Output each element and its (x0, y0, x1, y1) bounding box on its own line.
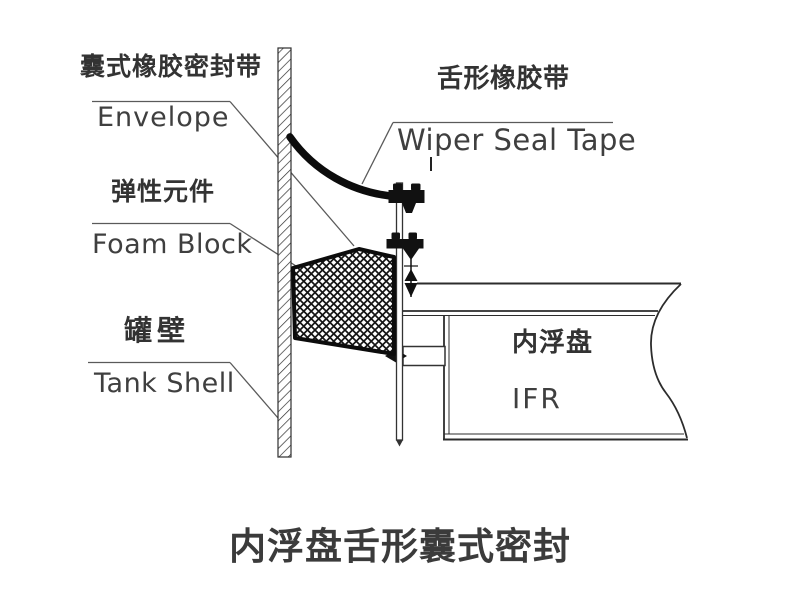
clamp-bolt-head-right (411, 183, 421, 191)
deck-break-line (650, 283, 688, 439)
hanger-bar-tip (396, 440, 403, 447)
clamp-bar (388, 190, 425, 203)
foam-block-section (291, 247, 396, 356)
lower-bolt-head-left (391, 232, 400, 240)
foam-block-label-zh: 弹性元件 (111, 177, 216, 206)
fastener-arrow-up (404, 269, 418, 281)
leader-lines (88, 100, 613, 419)
diagram-title: 内浮盘舌形囊式密封 (229, 525, 571, 568)
fastener-arrow-down (404, 283, 418, 297)
tank-shell-section (277, 47, 292, 458)
lower-bolt-head-right (408, 232, 417, 240)
tank-shell-leader-diagonal (229, 362, 279, 419)
ifr-label-zh: 内浮盘 (512, 328, 594, 358)
hanger-bar (395, 182, 404, 447)
tank-shell-label-zh: 罐壁 (124, 314, 191, 347)
foam-block-label-en: Foam Block (92, 229, 253, 260)
lower-clamp-bar (386, 239, 424, 249)
lower-clamp-nut (403, 248, 419, 260)
deck-fastener-arrow (404, 259, 418, 297)
deck-bracket (402, 345, 446, 367)
clamp-nut (402, 203, 416, 213)
envelope-label-zh: 囊式橡胶密封带 (80, 52, 263, 81)
tape-clamp (388, 183, 425, 213)
ifr-label-en: IFR (512, 382, 562, 415)
wiper-seal-tape-curve (286, 133, 400, 201)
ifr-deck (385, 282, 688, 441)
wiper-seal-label-en: Wiper Seal Tape (397, 123, 637, 157)
envelope-leader-diagonal (229, 101, 355, 247)
clamp-bolt-head-left (393, 183, 403, 191)
wiper-leader-diagonal (361, 122, 394, 185)
tank-shell-label-en: Tank Shell (94, 368, 235, 399)
lower-clamp (386, 232, 424, 260)
envelope-label-en: Envelope (97, 102, 230, 133)
wiper-seal-label-zh: 舌形橡胶带 (437, 64, 570, 94)
